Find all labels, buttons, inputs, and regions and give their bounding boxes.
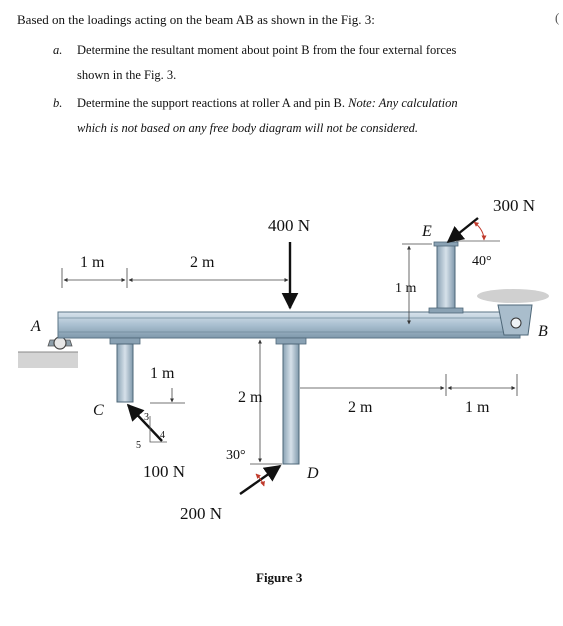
label-e: E: [421, 223, 432, 240]
dim-1m-c: 1 m: [150, 365, 175, 382]
force-200n-arrow: [239, 465, 282, 495]
question-a-marker: a.: [53, 43, 63, 57]
label-c: C: [93, 402, 104, 419]
force-200n-label: 200 N: [180, 504, 222, 523]
force-300n-label: 300 N: [493, 196, 535, 215]
angle-40-label: 40°: [472, 254, 492, 269]
force-100n-arrow: [126, 403, 163, 442]
angle-30-arc: [255, 473, 265, 487]
label-b: B: [538, 323, 548, 340]
dim-1m-left: 1 m: [80, 254, 105, 271]
beam-ab: [57, 311, 521, 339]
force-100n-label: 100 N: [143, 462, 185, 481]
dim-1m-right: 1 m: [465, 399, 490, 416]
ground-left: [18, 351, 78, 368]
column-d: [275, 337, 307, 465]
edge-parenthesis: (: [555, 10, 560, 25]
force-400n-label: 400 N: [268, 216, 310, 235]
question-b-text: Determine the support reactions at rolle…: [77, 96, 345, 110]
question-a: a. Determine the resultant moment about …: [53, 38, 553, 88]
slope-4-label: 4: [160, 430, 165, 441]
question-b-note: Note: Any calculation: [348, 96, 458, 110]
pin-support-b: [477, 289, 549, 336]
dim-2m-mid: 2 m: [348, 399, 373, 416]
dim-1m-e: 1 m: [395, 281, 417, 296]
dim-2m-top: 2 m: [190, 254, 215, 271]
question-b-marker: b.: [53, 96, 63, 110]
dim-2m-d: 2 m: [238, 389, 263, 406]
dimension-lines: [61, 243, 518, 465]
column-e: [428, 241, 464, 314]
force-300n-arrow: [446, 217, 479, 244]
problem-intro: Based on the loadings acting on the beam…: [17, 12, 375, 27]
label-a: A: [30, 318, 41, 335]
angle-40-arc: [473, 221, 487, 241]
question-a-line1: Determine the resultant moment about poi…: [77, 43, 457, 57]
angle-30-label: 30°: [226, 448, 246, 463]
slope-3-label: 3: [144, 412, 149, 423]
slope-triangle: [149, 416, 167, 443]
roller-support-a: [47, 336, 73, 350]
question-a-line2: shown in the Fig. 3.: [77, 68, 177, 82]
label-d: D: [306, 465, 319, 482]
figure-caption: Figure 3: [256, 570, 303, 585]
question-b-line1: Determine the support reactions at rolle…: [77, 91, 458, 116]
slope-5-label: 5: [136, 440, 141, 451]
question-b: b. Determine the support reactions at ro…: [53, 91, 553, 141]
column-c: [109, 337, 141, 403]
question-b-line2: which is not based on any free body diag…: [77, 121, 419, 135]
